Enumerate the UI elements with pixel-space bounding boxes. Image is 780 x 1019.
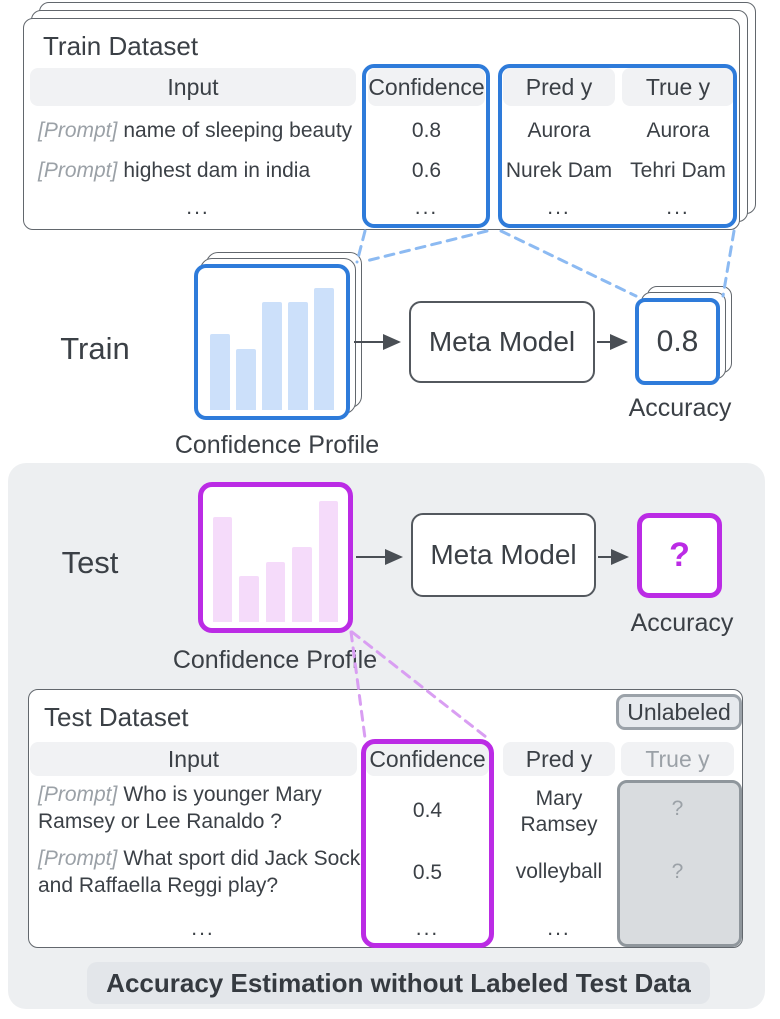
train-row-ellipsis: ...	[186, 196, 210, 219]
train-row-input: [Prompt]name of sleeping beauty	[38, 119, 353, 142]
histogram-bar	[239, 576, 259, 622]
train-row-ellipsis: ...	[414, 196, 439, 219]
train-profile-label: Confidence Profile	[174, 430, 380, 459]
train-confidence-profile-box	[194, 264, 350, 420]
test-profile-label: Confidence Profile	[172, 645, 378, 674]
test-row-ellipsis: ...	[547, 917, 571, 940]
test-flow-label: Test	[61, 545, 119, 580]
train-header-true-y: True y	[622, 68, 734, 106]
histogram-bar	[288, 302, 308, 410]
test-row-confidence: 0.4	[412, 799, 443, 822]
test-row-confidence: 0.5	[412, 861, 443, 884]
train-header-confidence: Confidence	[368, 68, 485, 106]
histogram-bar	[236, 349, 256, 410]
train-row-input: [Prompt]highest dam in india	[38, 159, 311, 182]
train-accuracy-label: Accuracy	[628, 393, 732, 422]
histogram-bar	[212, 517, 233, 622]
histogram-bar	[262, 302, 282, 410]
train-header-input: Input	[30, 68, 356, 106]
prompt-tag: [Prompt]	[38, 159, 118, 182]
test-confidence-profile-box	[198, 482, 353, 633]
test-meta-model-box: Meta Model	[411, 513, 596, 597]
train-row-confidence: 0.6	[411, 159, 442, 182]
confidence-projection-line-right	[364, 229, 489, 263]
test-row-pred: Mary Ramsey	[520, 787, 598, 836]
test-row-true: ?	[671, 860, 684, 883]
train-flow-label: Train	[60, 331, 130, 366]
prompt-tag: [Prompt]	[38, 847, 118, 870]
test-row-ellipsis: ...	[191, 917, 215, 940]
test-confidence-column-outline	[361, 739, 494, 948]
train-dataset-title: Train Dataset	[43, 31, 199, 61]
test-header-pred-y: Pred y	[503, 742, 615, 776]
train-dataset-card	[23, 18, 740, 230]
test-dataset-title: Test Dataset	[44, 702, 189, 732]
caption-banner: Accuracy Estimation without Labeled Test…	[87, 962, 710, 1004]
train-header-pred-y: Pred y	[503, 68, 615, 106]
pred-true-columns-outline	[498, 64, 737, 228]
train-row-confidence: 0.8	[411, 119, 442, 142]
histogram-bar	[265, 562, 286, 622]
histogram-bar	[314, 288, 334, 410]
train-row-pred: Nurek Dam	[505, 159, 613, 182]
histogram-bar	[210, 334, 230, 410]
train-row-pred: Aurora	[527, 119, 591, 142]
test-row-input: [Prompt]What sport did Jack Sock and Raf…	[38, 847, 361, 897]
test-row-ellipsis: ...	[415, 917, 440, 940]
test-row-pred: volleyball	[515, 860, 603, 883]
train-row-true: Aurora	[646, 119, 710, 142]
train-row-true: Tehri Dam	[630, 159, 726, 182]
unlabeled-badge: Unlabeled	[616, 694, 742, 730]
histogram-bar	[292, 547, 312, 622]
test-header-true-y: True y	[621, 742, 734, 776]
labels-projection-line-left	[499, 229, 638, 298]
test-header-input: Input	[30, 742, 357, 776]
test-header-confidence: Confidence	[366, 742, 489, 776]
true-y-masked-box	[617, 780, 742, 947]
prompt-tag: [Prompt]	[38, 119, 118, 142]
confidence-column-outline	[362, 64, 490, 228]
prompt-tag: [Prompt]	[38, 783, 118, 806]
train-accuracy-box: 0.8	[635, 298, 720, 385]
train-meta-model-box: Meta Model	[409, 301, 595, 383]
test-row-true: ?	[671, 797, 684, 820]
test-accuracy-label: Accuracy	[630, 608, 734, 637]
train-row-ellipsis: ...	[547, 196, 571, 219]
test-row-input: [Prompt]Who is younger Mary Ramsey or Le…	[38, 783, 322, 833]
train-row-ellipsis: ...	[666, 196, 690, 219]
test-accuracy-box: ?	[637, 513, 722, 598]
histogram-bar	[318, 501, 339, 622]
unknown-accuracy-value: ?	[669, 536, 690, 574]
